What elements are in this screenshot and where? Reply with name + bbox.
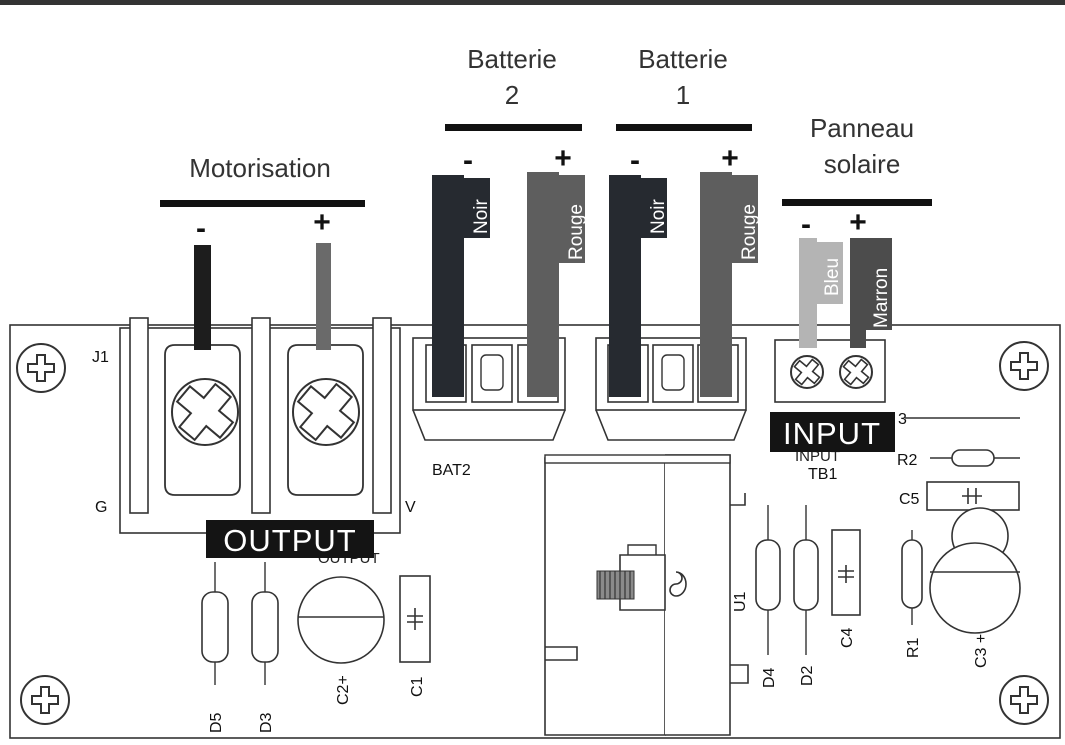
ref-r2: R2 [897, 452, 918, 469]
capacitor-c5-symbol [962, 488, 982, 504]
mounting-hole-top-left [16, 343, 66, 393]
screw-solar-plus [839, 355, 873, 389]
wire-solar-brown-tab [866, 238, 892, 330]
ref-c2: C2+ [335, 675, 352, 705]
heading-batterie-2-line1: Batterie [467, 44, 557, 74]
diode-d3 [251, 591, 279, 663]
polarity-bat2-plus: + [554, 142, 572, 175]
mounting-hole-bottom-right [999, 675, 1049, 725]
input-tag-ghost: INPUT [795, 448, 840, 465]
diode-d5 [201, 591, 229, 663]
wire-solar-brown [850, 238, 866, 348]
ref-c1: C1 [409, 676, 426, 697]
wire-motor-plus [316, 243, 331, 350]
heading-motorisation: Motorisation [189, 153, 331, 183]
wire-label-bleu: Bleu [822, 258, 843, 296]
ref-r1: R1 [905, 637, 922, 658]
ref-d5: D5 [208, 712, 225, 733]
polarity-motor-minus: - [196, 212, 206, 245]
ref-d3: D3 [258, 712, 275, 733]
diode-d2 [793, 539, 819, 611]
ref-c4: C4 [839, 627, 856, 648]
capacitor-c3 [929, 542, 1021, 634]
diode-d4 [755, 539, 781, 611]
capacitor-c4-symbol [838, 565, 854, 583]
wire-bat1-red [700, 172, 732, 397]
ref-r3: 3 [898, 411, 907, 428]
wire-bat2-black-tab [464, 178, 490, 238]
capacitor-c2 [297, 576, 385, 664]
polarity-solar-minus: - [801, 208, 811, 241]
bar-batterie-2 [445, 124, 582, 131]
ref-g: G [95, 499, 107, 516]
ref-c3: C3 + [973, 634, 990, 668]
wire-bat2-red-tab [559, 175, 585, 263]
wire-label-marron: Marron [871, 268, 892, 328]
polarity-bat1-plus: + [721, 142, 739, 175]
wire-label-bat2-rouge: Rouge [566, 204, 587, 260]
ref-j1: J1 [92, 349, 109, 366]
screw-motor-minus [171, 378, 239, 446]
wire-bat2-black [432, 175, 464, 397]
resistor-r2 [951, 449, 995, 467]
heading-batterie-1-line2: 1 [676, 80, 690, 110]
screw-solar-minus [790, 355, 824, 389]
resistor-r1 [901, 539, 923, 609]
polarity-motor-plus: + [313, 206, 331, 239]
wire-label-bat2-noir: Noir [471, 198, 492, 234]
heading-batterie-2-line2: 2 [505, 80, 519, 110]
mounting-hole-bottom-left [20, 675, 70, 725]
ref-bat2: BAT2 [432, 462, 471, 479]
heading-batterie-1-line1: Batterie [638, 44, 728, 74]
output-tag: OUTPUT [223, 523, 356, 558]
wire-bat2-red [527, 172, 559, 397]
ref-d2: D2 [799, 665, 816, 686]
ref-d4: D4 [761, 667, 778, 688]
ref-c5: C5 [899, 491, 920, 508]
mounting-hole-top-right [999, 341, 1049, 391]
capacitor-c1-symbol [407, 608, 423, 630]
heading-panneau-line1: Panneau [810, 113, 914, 143]
heading-panneau-line2: solaire [824, 149, 901, 179]
ref-u1: U1 [732, 591, 749, 612]
wire-bat1-red-tab [732, 175, 758, 263]
bar-batterie-1 [616, 124, 752, 131]
polarity-bat1-minus: - [630, 144, 640, 177]
top-border [0, 0, 1065, 5]
ref-tb1: TB1 [808, 466, 837, 483]
wire-label-bat1-rouge: Rouge [739, 204, 760, 260]
input-tag-bg [770, 412, 895, 452]
wire-solar-blue-tab [817, 242, 843, 304]
screw-motor-plus [292, 378, 360, 446]
heatsink [544, 454, 749, 736]
wire-solar-blue [799, 238, 817, 348]
output-tag-bg [206, 520, 374, 558]
polarity-solar-plus: + [849, 206, 867, 239]
polarity-bat2-minus: - [463, 144, 473, 177]
wire-bat1-black [609, 175, 641, 397]
input-tag: INPUT [783, 416, 881, 451]
wire-label-bat1-noir: Noir [648, 198, 669, 234]
wire-motor-minus [194, 245, 211, 350]
wire-bat1-black-tab [641, 178, 667, 238]
ref-v: V [405, 499, 416, 516]
bar-panneau-solaire [782, 199, 932, 206]
bar-motorisation [160, 200, 365, 207]
